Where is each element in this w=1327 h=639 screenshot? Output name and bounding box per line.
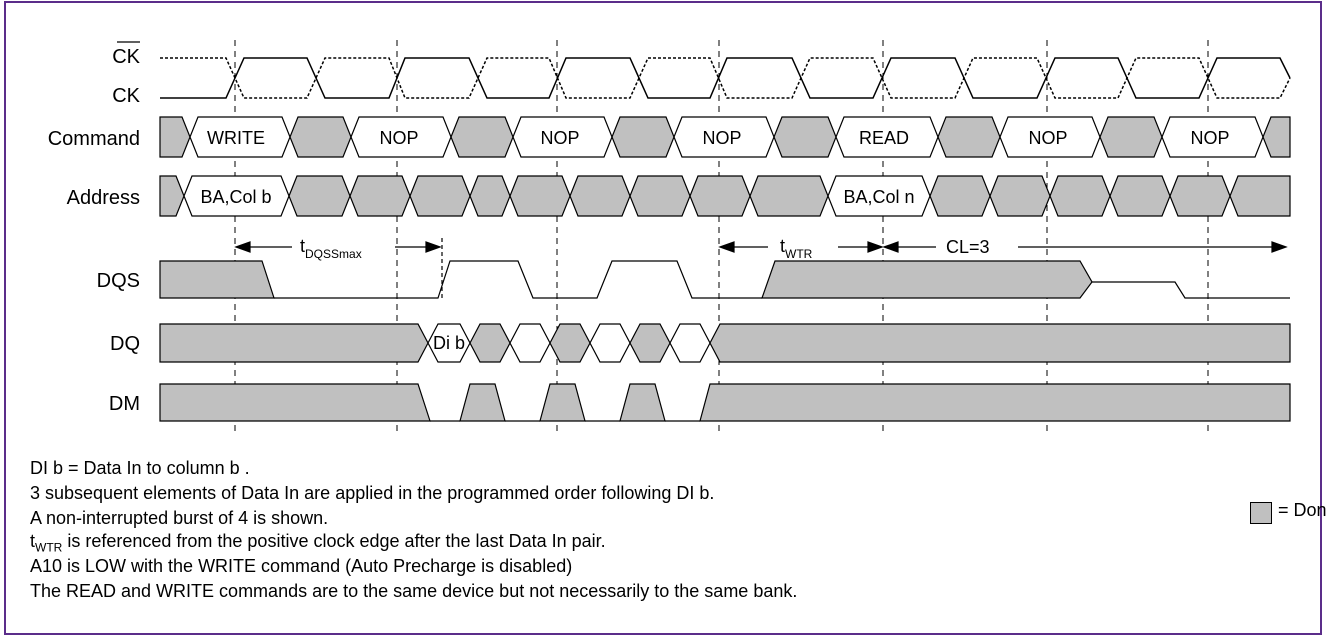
diagram-frame: [4, 1, 1322, 635]
dont-care-legend: = Don't Care: [1278, 500, 1327, 520]
dqs-dontcare-start: [159, 260, 275, 299]
cl-arrow: [882, 241, 1288, 253]
addr-dontcare-12: [1049, 175, 1111, 217]
dm-pulse-3: [619, 383, 666, 422]
dq-gap-3: [629, 323, 671, 363]
dqs-waveform: [159, 260, 1290, 299]
cmd-dontcare-5: [937, 116, 1001, 158]
note-line-2: 3 subsequent elements of Data In are app…: [30, 483, 715, 503]
t-wtr-label: tWTR: [780, 236, 813, 261]
address-label: Address: [67, 187, 140, 209]
cmd-dontcare-4: [773, 116, 837, 158]
addr-dontcare-15: [1229, 175, 1291, 217]
dq-data-3: [589, 323, 631, 363]
addr-dontcare-8: [689, 175, 751, 217]
addr-dontcare-9: [749, 175, 829, 217]
dqs-dontcare-read: [761, 260, 1093, 299]
t-dqss-label: tDQSSmax: [300, 236, 362, 261]
command-label-5: READ: [859, 128, 909, 148]
cmd-dontcare-3: [611, 116, 675, 158]
command-label-1: WRITE: [207, 128, 265, 148]
cl-label: CL=3: [946, 237, 990, 257]
command-label: Command: [48, 128, 140, 150]
addr-dontcare-6: [569, 175, 631, 217]
clock-edge-markers: [234, 40, 1209, 432]
note-line-3: A non-interrupted burst of 4 is shown.: [30, 508, 329, 528]
note-line-1: DI b = Data In to column b .: [30, 458, 250, 478]
note-line-4: tWTR is referenced from the positive clo…: [30, 531, 606, 555]
addr-dontcare-1: [288, 175, 351, 217]
t-wtr-arrow: [718, 241, 884, 253]
dq-label-di-b: Di b: [433, 333, 465, 353]
dq-dontcare-end: [709, 323, 1291, 363]
addr-dontcare-2: [349, 175, 411, 217]
dm-label: DM: [109, 393, 140, 415]
dq-gap-1: [469, 323, 511, 363]
addr-dontcare-3: [409, 175, 471, 217]
dq-gap-2: [549, 323, 591, 363]
dont-care-swatch: [1250, 502, 1272, 524]
addr-dontcare-11: [989, 175, 1051, 217]
command-label-7: NOP: [1190, 128, 1229, 148]
dqs-label: DQS: [97, 270, 140, 292]
dq-dontcare-start: [159, 323, 429, 363]
ck-waveform: [160, 57, 1291, 99]
addr-dontcare-13: [1109, 175, 1171, 217]
note-line-5: A10 is LOW with the WRITE command (Auto …: [30, 556, 573, 576]
dm-dontcare-start: [159, 383, 431, 422]
ck-label: CK: [112, 85, 140, 107]
dq-data-4: [669, 323, 711, 363]
addr-dontcare-5: [509, 175, 571, 217]
command-label-3: NOP: [540, 128, 579, 148]
command-label-4: NOP: [702, 128, 741, 148]
addr-dontcare-7: [629, 175, 691, 217]
cmd-dontcare-1: [289, 116, 352, 158]
t-dqss-arrow: [234, 238, 443, 300]
addr-dontcare-0: [159, 175, 185, 217]
dq-label: DQ: [110, 333, 140, 355]
command-label-6: NOP: [1028, 128, 1067, 148]
addr-dontcare-4: [469, 175, 511, 217]
dq-data-2: [509, 323, 551, 363]
dm-dontcare-end: [699, 383, 1291, 422]
address-label-col-b: BA,Col b: [200, 187, 271, 207]
address-label-col-n: BA,Col n: [843, 187, 914, 207]
addr-dontcare-14: [1169, 175, 1231, 217]
address-bus: [159, 175, 1291, 217]
cmd-dontcare-2: [450, 116, 514, 158]
ck-bar-label: CK: [112, 46, 140, 68]
note-line-6: The READ and WRITE commands are to the s…: [30, 581, 798, 601]
command-bus: [159, 116, 1291, 158]
command-label-2: NOP: [379, 128, 418, 148]
dm-waveform: [159, 383, 1291, 422]
dm-pulse-1: [459, 383, 506, 422]
cmd-dontcare-0: [159, 116, 191, 158]
cmd-dontcare-6: [1099, 116, 1163, 158]
cmd-dontcare-7: [1262, 116, 1291, 158]
ck-bar-waveform: [160, 57, 1291, 99]
dq-bus: [159, 323, 1291, 363]
addr-dontcare-10: [929, 175, 991, 217]
dm-pulse-2: [539, 383, 586, 422]
